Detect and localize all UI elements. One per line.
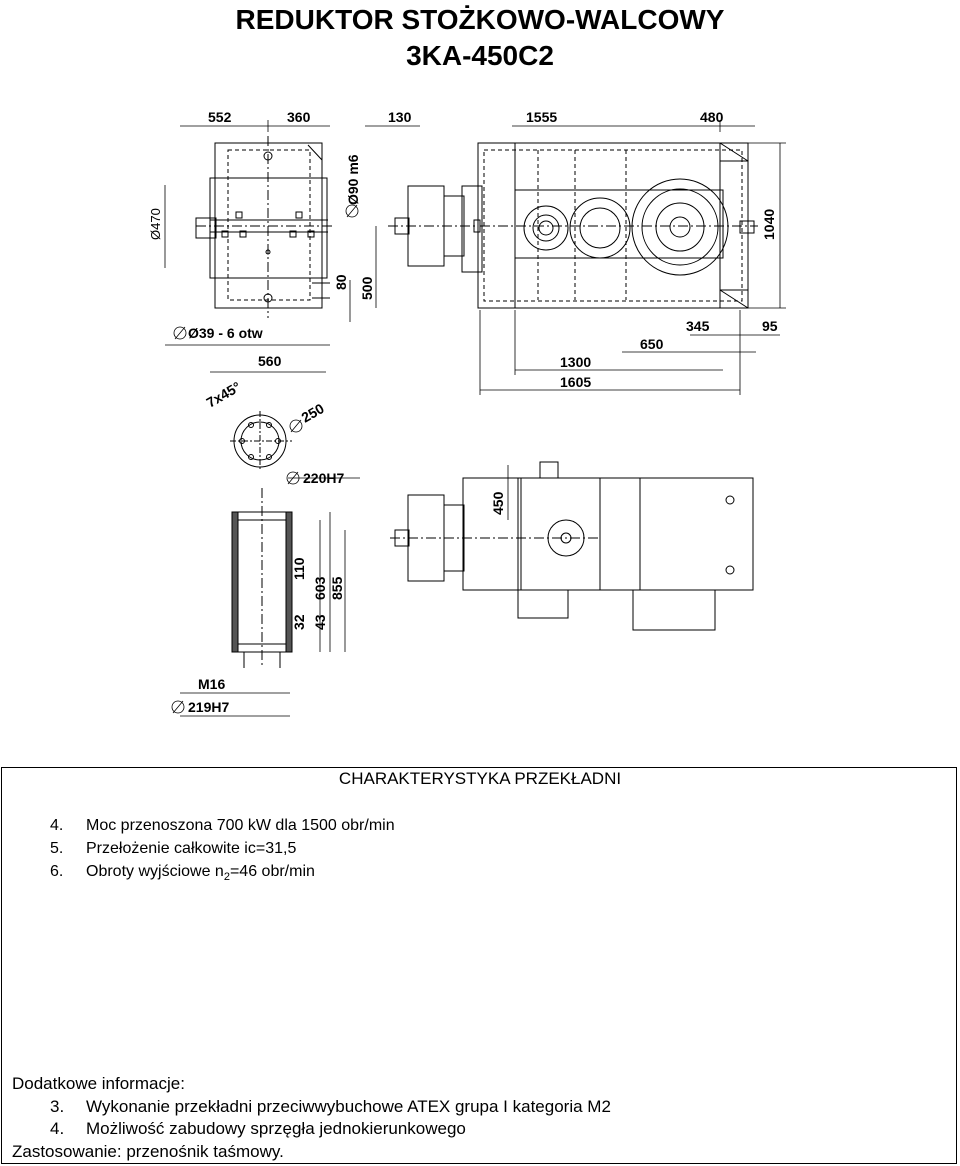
gearbox-plan-view xyxy=(473,142,758,309)
dim-1040: 1040 xyxy=(761,209,777,240)
dim-80: 80 xyxy=(333,274,349,290)
dimension-lines xyxy=(164,120,786,717)
spec-item: 5.Przełożenie całkowite ic=31,5 xyxy=(50,840,297,857)
dim-43: 43 xyxy=(312,614,328,630)
flange-view xyxy=(230,411,292,471)
characteristics-heading: CHARAKTERYSTYKA PRZEKŁADNI xyxy=(338,769,622,788)
dim-32: 32 xyxy=(291,614,307,630)
dim-219h7: 219H7 xyxy=(188,699,229,715)
dim-holes: Ø39 - 6 otw xyxy=(188,325,263,341)
hollow-shaft-section xyxy=(231,488,293,668)
additional-info-label: Dodatkowe informacje: xyxy=(12,1074,185,1093)
dim-250: 250 xyxy=(299,400,327,426)
dim-130: 130 xyxy=(388,109,412,125)
dim-110: 110 xyxy=(291,557,307,580)
dim-95: 95 xyxy=(762,318,778,334)
dim-552: 552 xyxy=(208,109,232,125)
dim-560: 560 xyxy=(258,353,282,369)
dim-603: 603 xyxy=(312,576,328,600)
characteristics-panel: CHARAKTERYSTYKA PRZEKŁADNI 4.Moc przenos… xyxy=(1,767,957,1164)
technical-drawing: 552 360 130 1555 480 Ø90 m6 Ø470 1040 80… xyxy=(148,109,786,717)
drawing-title: REDUKTOR STOŻKOWO-WALCOWY xyxy=(235,4,725,35)
spec-item: 6.Obroty wyjściowe n2=46 obr/min xyxy=(50,863,315,884)
dim-480: 480 xyxy=(700,109,724,125)
additional-item: 4.Możliwość zabudowy sprzęgła jednokieru… xyxy=(50,1119,466,1138)
dim-450: 450 xyxy=(490,491,506,515)
dim-650: 650 xyxy=(640,336,664,352)
additional-item: 3.Wykonanie przekładni przeciwwybuchowe … xyxy=(50,1097,611,1116)
input-housing-side-view xyxy=(195,136,335,318)
dim-1555: 1555 xyxy=(526,109,557,125)
dim-360: 360 xyxy=(287,109,311,125)
dim-chamfer: 7x45° xyxy=(204,378,244,410)
dim-m16: M16 xyxy=(198,676,225,692)
dim-345: 345 xyxy=(686,318,710,334)
model-code: 3KA-450C2 xyxy=(406,40,554,71)
dim-500: 500 xyxy=(359,276,375,300)
dim-shaft-diameter: Ø90 m6 xyxy=(345,154,361,205)
diameter-symbols xyxy=(171,204,359,714)
dim-d470: Ø470 xyxy=(148,208,163,240)
coupling-plan-view xyxy=(388,185,483,273)
application-text: Zastosowanie: przenośnik taśmowy. xyxy=(12,1142,284,1161)
spec-item: 4.Moc przenoszona 700 kW dla 1500 obr/mi… xyxy=(50,817,395,834)
dim-1605: 1605 xyxy=(560,374,591,390)
gearbox-side-view xyxy=(390,461,754,631)
dim-855: 855 xyxy=(329,576,345,600)
dim-1300: 1300 xyxy=(560,354,591,370)
dim-220h7: 220H7 xyxy=(303,470,344,486)
